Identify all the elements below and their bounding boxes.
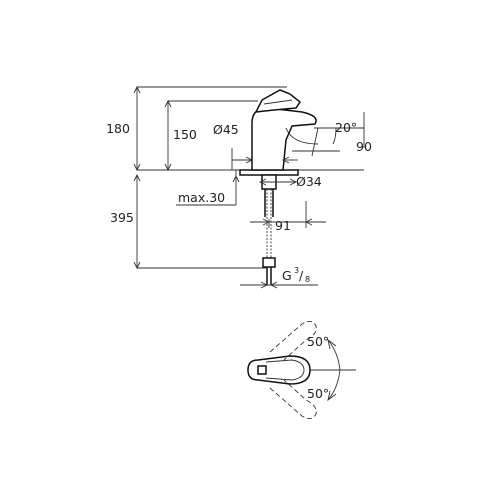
hose-fitting <box>262 257 276 268</box>
dimension-395: 395 <box>110 173 267 270</box>
lever-rotated-up <box>269 321 317 361</box>
top-view-body <box>247 355 311 385</box>
dimension-d34: Ø34 <box>258 174 322 189</box>
dim-180-label: 180 <box>106 121 130 136</box>
thread-numerator: 3 <box>294 266 299 275</box>
faucet-body <box>251 107 317 171</box>
dim-395-label: 395 <box>110 210 134 225</box>
thread-prefix: G <box>282 268 292 283</box>
dim-150-label: 150 <box>173 127 197 142</box>
top-view-lever <box>265 359 305 381</box>
faucet-side-view <box>137 89 364 285</box>
dimension-150: 150 <box>164 99 258 172</box>
dim-d34-label: Ø34 <box>296 174 322 189</box>
dimension-91: 91 <box>250 201 326 233</box>
spout-curve <box>285 127 319 145</box>
dim-90-label: 90 <box>356 139 372 154</box>
top-view-aerator <box>257 365 267 375</box>
dimension-spout-angle: 20° 90 <box>292 112 372 157</box>
dim-angle-label: 20° <box>335 120 357 135</box>
faucet-top-view: 50° 50° <box>247 321 356 419</box>
dim-d45-label: Ø45 <box>213 122 239 137</box>
dim-91-label: 91 <box>275 218 291 233</box>
thread-g38: G 3 / 8 <box>240 266 318 289</box>
thread-slash: / <box>299 268 304 283</box>
lever-line <box>263 99 293 105</box>
rotation-up-label: 50° <box>307 334 329 349</box>
dimension-180: 180 <box>106 85 287 172</box>
thread-denominator: 8 <box>305 275 310 284</box>
rotation-down-label: 50° <box>307 386 329 401</box>
dim-max30-label: max.30 <box>178 190 225 205</box>
dimension-d45: Ø45 <box>213 122 298 170</box>
faucet-lever <box>254 89 302 113</box>
lever-rotated-down <box>269 379 317 419</box>
flex-hose <box>266 189 272 262</box>
dimension-max30: max.30 <box>176 170 240 206</box>
